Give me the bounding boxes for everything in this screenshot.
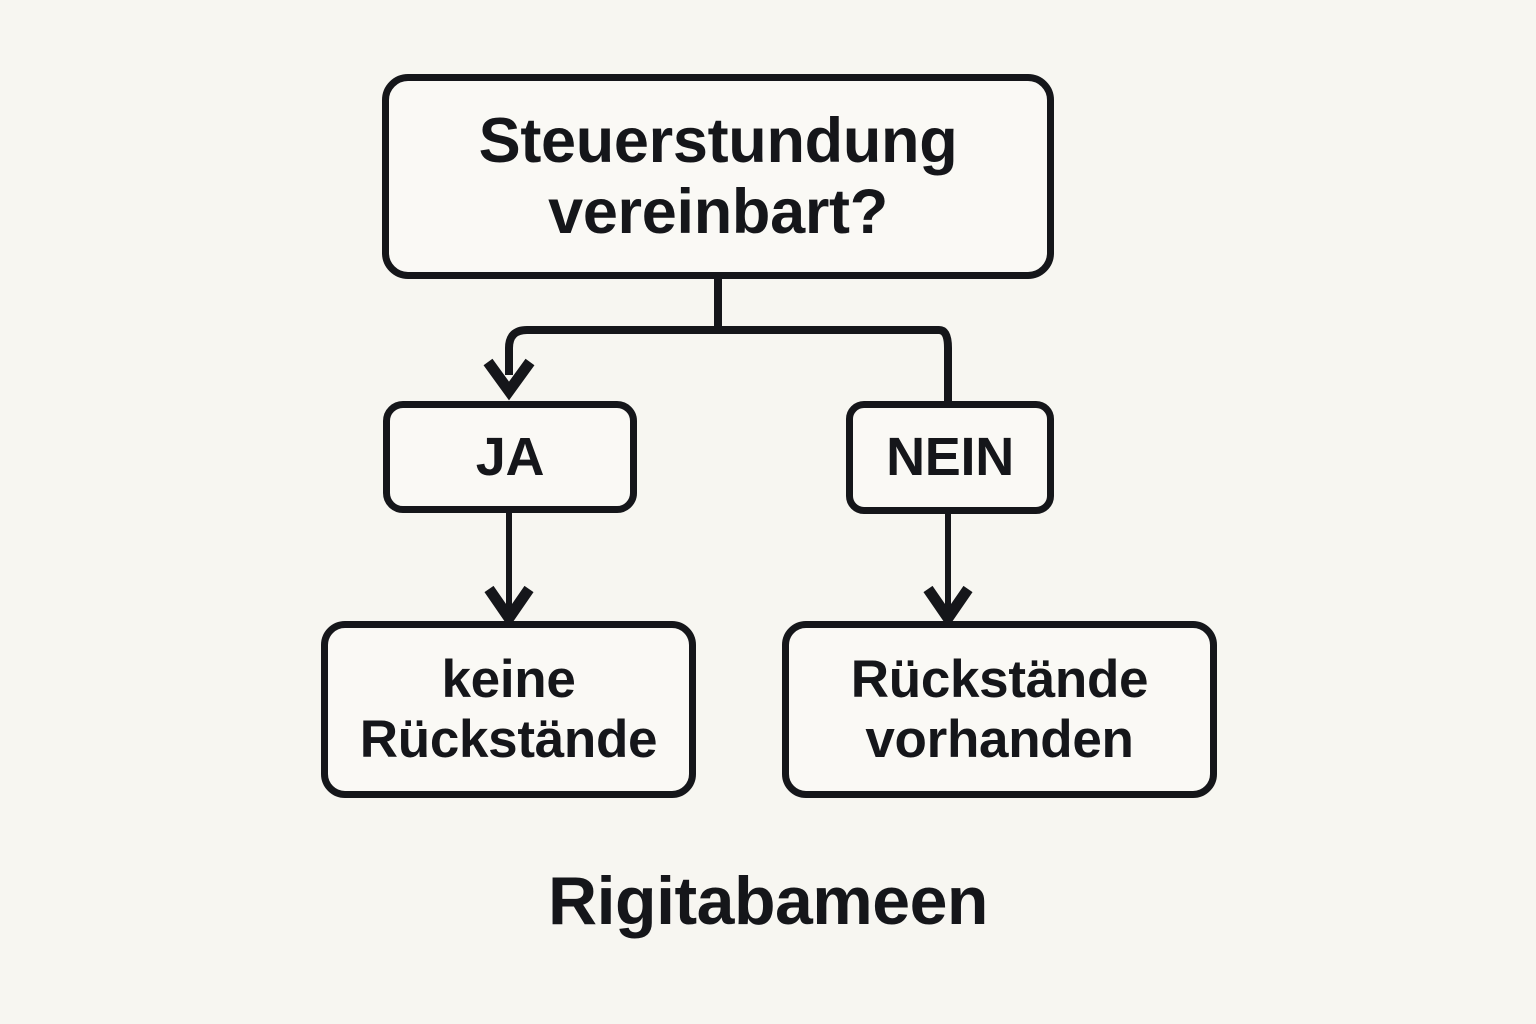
arrowhead-yes-to-outcome bbox=[484, 585, 534, 628]
node-question-root[interactable]: Steuerstundung vereinbart? bbox=[382, 74, 1054, 279]
node-label-no: NEIN bbox=[886, 427, 1014, 488]
node-label-yes-outcome: keine Rückstände bbox=[359, 650, 658, 769]
node-label-no-outcome: Rückstände vorhanden bbox=[850, 650, 1149, 769]
node-branch-no[interactable]: NEIN bbox=[846, 401, 1054, 514]
node-branch-yes[interactable]: JA bbox=[383, 401, 637, 513]
node-label-yes: JA bbox=[475, 426, 545, 487]
node-label-root: Steuerstundung vereinbart? bbox=[478, 105, 958, 247]
arrowhead-no-to-outcome bbox=[923, 585, 973, 628]
diagram-caption: Rigitabameen bbox=[548, 863, 988, 939]
edge-root-split bbox=[505, 279, 952, 401]
node-outcome-yes[interactable]: keine Rückstände bbox=[321, 621, 696, 798]
arrowhead-root-to-yes bbox=[483, 358, 535, 401]
node-outcome-no[interactable]: Rückstände vorhanden bbox=[782, 621, 1217, 798]
